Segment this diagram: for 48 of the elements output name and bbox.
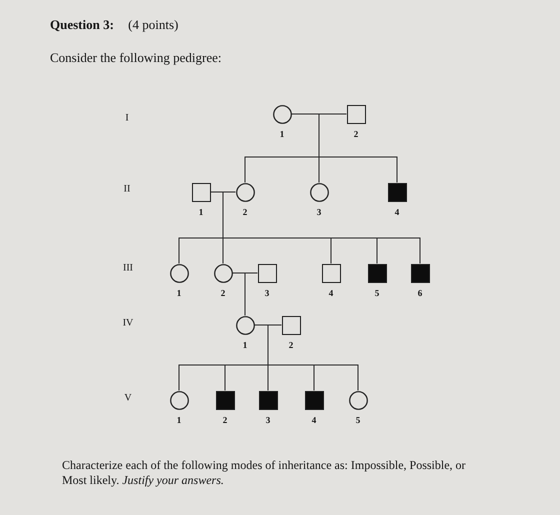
individual-number: 1 <box>176 288 182 298</box>
individual-number: 6 <box>418 288 422 298</box>
generation-label: IV <box>122 318 134 328</box>
generation-label: III <box>123 262 133 274</box>
individual-number: 2 <box>288 340 294 350</box>
question-heading: Question 3: (4 points) <box>50 17 178 33</box>
individual-number: 2 <box>242 207 248 217</box>
female-symbol <box>236 182 254 202</box>
individual-number: 2 <box>220 288 226 298</box>
female-symbol <box>348 390 368 410</box>
affected-male-symbol <box>216 390 234 410</box>
individual-number: 5 <box>374 288 380 298</box>
male-symbol <box>282 316 300 334</box>
individual-number: 2 <box>222 415 228 425</box>
individual-number: 1 <box>280 129 284 139</box>
individual-number: 4 <box>328 288 334 298</box>
descent-line <box>244 272 258 316</box>
generation-label: II <box>124 184 130 194</box>
female-symbol <box>214 264 232 282</box>
female-symbol <box>236 316 254 334</box>
individual-number: 3 <box>264 288 270 298</box>
individual-number: 2 <box>354 129 358 139</box>
male-symbol <box>192 182 210 202</box>
individual-number: 1 <box>198 207 204 217</box>
male-symbol <box>346 104 366 124</box>
affected-male-symbol <box>258 390 278 410</box>
question-text: Characterize each of the following modes of inheritance as: Impossible, Possible, or Most likely. Justify your answers. <box>62 458 467 488</box>
individual-number: 1 <box>176 415 182 425</box>
female-symbol <box>272 104 292 124</box>
individual-number: 1 <box>242 340 248 350</box>
generation-label: V <box>124 392 132 404</box>
affected-male-symbol <box>410 264 430 282</box>
individual-number: 4 <box>312 415 316 425</box>
affected-male-symbol <box>304 390 324 410</box>
individual-number: 5 <box>356 415 360 425</box>
instruction-text: Consider the following pedigree: <box>50 50 222 65</box>
individual-number: 3 <box>266 415 270 425</box>
female-symbol <box>170 264 188 282</box>
affected-male-symbol <box>388 182 406 202</box>
male-symbol <box>322 264 340 282</box>
female-symbol <box>170 390 188 410</box>
individual-number: 4 <box>394 207 400 217</box>
female-symbol <box>310 182 328 202</box>
male-symbol <box>258 264 276 282</box>
affected-male-symbol <box>368 264 386 282</box>
descent-line <box>318 114 398 183</box>
individual-number: 3 <box>316 207 322 217</box>
generation-label: I <box>125 112 129 124</box>
